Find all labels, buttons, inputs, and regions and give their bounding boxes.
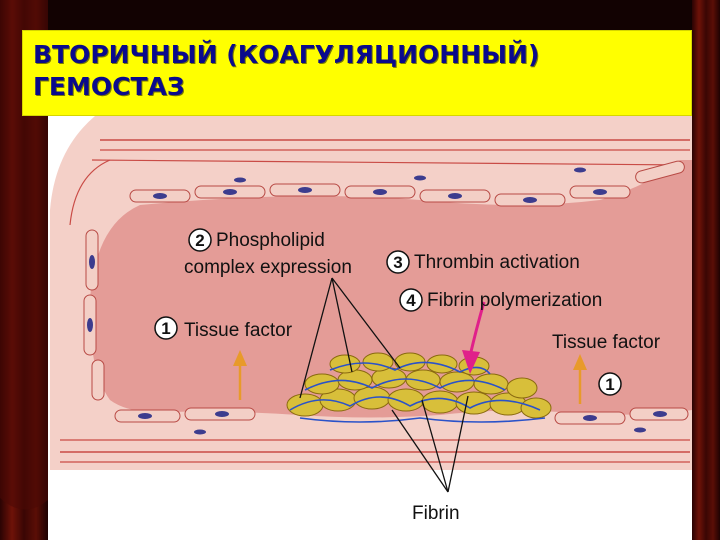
- coagulation-diagram: 2 3 4 1 1 Phospholipid complex expressio…: [48, 116, 692, 540]
- label-fibrin-polymerization: Fibrin polymerization: [427, 290, 602, 311]
- label-fibrin: Fibrin: [412, 503, 460, 524]
- step-number-4: 4: [406, 291, 416, 310]
- tissue-factor-arrow-left: [233, 350, 247, 400]
- slide-title: ВТОРИЧНЫЙ (КОАГУЛЯЦИОННЫЙ) ГЕМОСТАЗ: [22, 30, 692, 116]
- label-tissue-factor-left: Tissue factor: [184, 320, 293, 341]
- title-line-2: ГЕМОСТАЗ: [33, 72, 185, 101]
- label-tissue-factor-right: Tissue factor: [552, 332, 661, 353]
- label-complex-expression: complex expression: [184, 257, 352, 278]
- fibrin-strands: [289, 361, 546, 423]
- pointer-lines: [299, 277, 469, 493]
- tissue-factor-arrow-right: [573, 354, 587, 404]
- platelet-clot: [286, 352, 552, 419]
- title-line-1: ВТОРИЧНЫЙ (КОАГУЛЯЦИОННЫЙ): [33, 40, 540, 69]
- step-number-3: 3: [393, 253, 402, 272]
- step-number-1-left: 1: [161, 319, 170, 338]
- label-phospholipid: Phospholipid: [216, 230, 325, 251]
- thrombin-arrow: [462, 301, 486, 374]
- step-number-1-right: 1: [605, 375, 614, 394]
- step-number-2: 2: [195, 231, 204, 250]
- label-thrombin-activation: Thrombin activation: [414, 252, 580, 273]
